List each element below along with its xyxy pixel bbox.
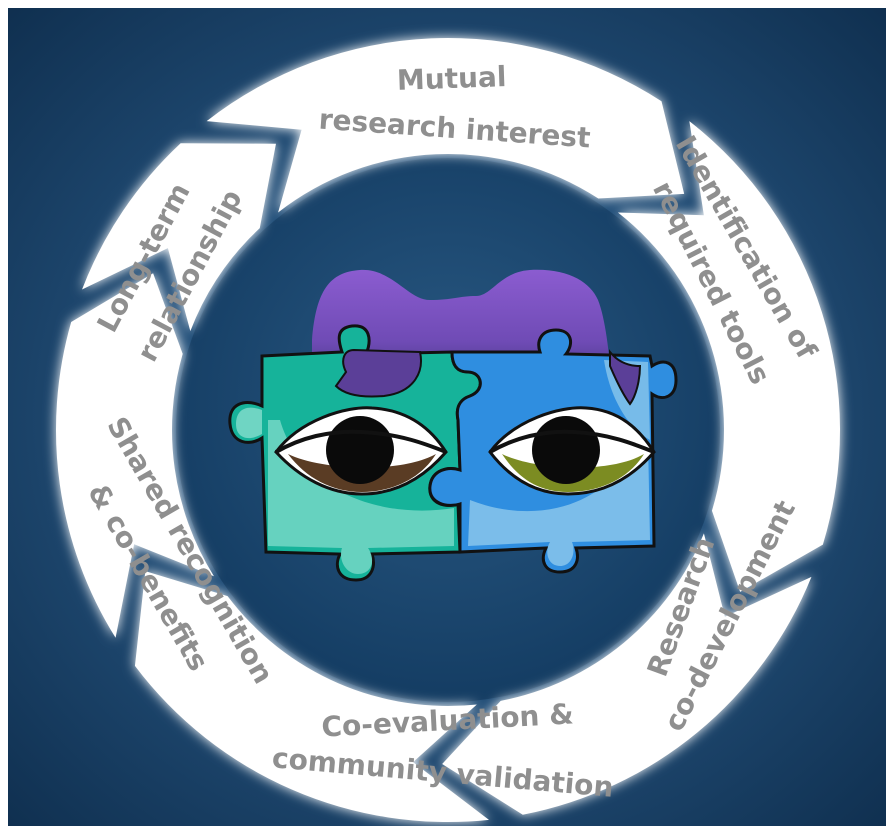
ring-arrow-codevelopment xyxy=(442,533,812,815)
frame-border-top xyxy=(0,0,896,8)
frame-border-right xyxy=(886,0,896,838)
ring-arrow-longterm xyxy=(82,143,276,332)
ring-arrow-coevaluation xyxy=(134,571,489,822)
step-mutual-line1: Mutual xyxy=(396,60,507,97)
eye-right-icon xyxy=(488,406,656,496)
ring-arrow-mutual xyxy=(206,38,685,213)
ring-arrow-identification xyxy=(617,121,840,592)
puzzle-left-nub-highlight xyxy=(236,407,262,439)
puzzle-left-highlight xyxy=(268,420,454,574)
frame-border-left xyxy=(0,0,8,838)
center-graphic xyxy=(228,269,678,582)
eye-left-icon xyxy=(274,406,448,496)
ring-arrow-shared xyxy=(55,273,214,638)
puzzle-right-highlight xyxy=(468,440,650,566)
purple-drip xyxy=(334,348,422,398)
purple-drip-right xyxy=(609,349,642,406)
cycle-ring xyxy=(55,38,840,822)
frame-border-bottom xyxy=(0,826,896,838)
